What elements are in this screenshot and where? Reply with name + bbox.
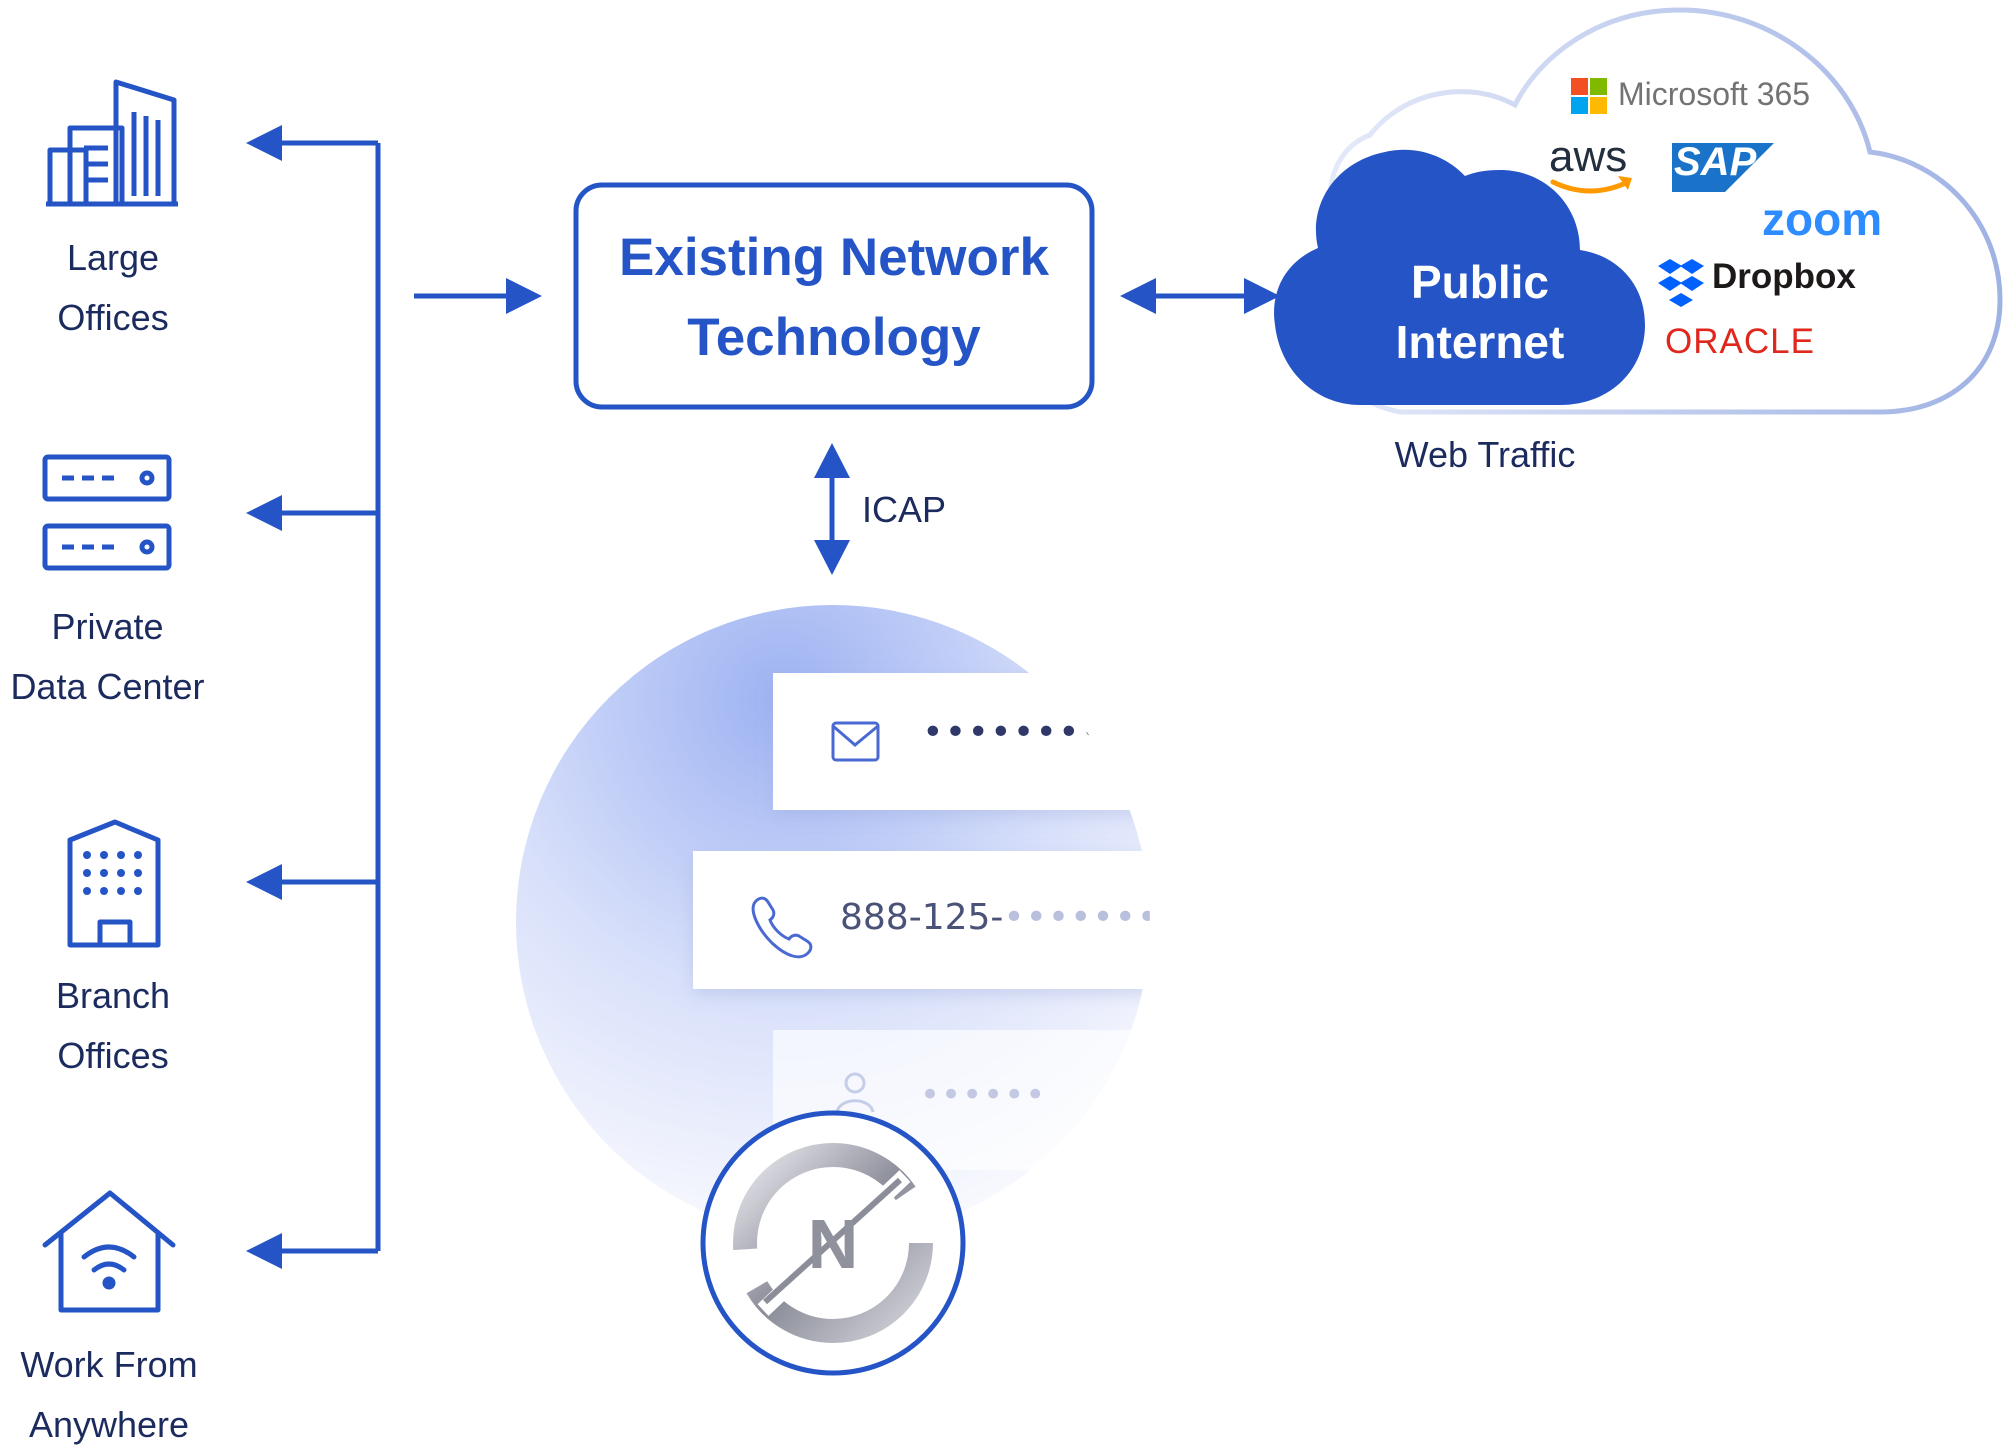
- person-icon: [835, 1072, 875, 1113]
- location-label-line1: Branch: [55, 975, 171, 1016]
- location-label-line2: Data Center: [10, 666, 205, 707]
- microsoft-365-logo: Microsoft 365: [1618, 76, 1811, 112]
- arrowhead-data-center: [246, 495, 282, 531]
- phone-icon: [751, 896, 813, 959]
- dropbox-logo: Dropbox: [1712, 257, 1856, 296]
- location-label-branch-offices: Branch Offices: [13, 966, 213, 1086]
- location-label-line1: Private: [51, 606, 164, 647]
- public-internet-cloud: [1274, 149, 1645, 405]
- location-label-line2: Offices: [57, 297, 169, 338]
- branch-building-icon: [67, 819, 161, 948]
- dropbox-icon: [1658, 259, 1704, 307]
- aws-smile-icon: [1550, 179, 1631, 194]
- phone-field-value: 888-125-•••••••: [840, 897, 1150, 938]
- email-field-value: ••••••••@: [922, 712, 1127, 753]
- sap-logo-badge: [1672, 143, 1774, 192]
- aws-arrow-tip-icon: [1618, 176, 1632, 190]
- arrowhead-work-from-anywhere: [246, 1233, 282, 1269]
- server-rack-icon: [42, 454, 172, 571]
- data-fields-clip: [693, 673, 1150, 1170]
- zoom-logo: zoom: [1762, 193, 1883, 245]
- arrowhead-icap-up: [814, 443, 850, 478]
- arrowhead-internet-right: [1244, 278, 1280, 314]
- location-label-large-offices: Large Offices: [13, 228, 213, 348]
- aws-logo: aws: [1549, 132, 1628, 181]
- location-label-line1: Large: [66, 237, 160, 278]
- location-label-data-center: Private Data Center: [0, 597, 215, 717]
- public-internet-line2: Internet: [1395, 316, 1565, 368]
- location-label-work-from-anywhere: Work From Anywhere: [0, 1335, 218, 1455]
- arrowhead-network-left: [1120, 278, 1156, 314]
- phone-prefix: 888-125-: [840, 897, 1004, 938]
- public-internet-label: Public Internet: [1300, 252, 1660, 372]
- network-box-line2: Technology: [687, 308, 981, 367]
- network-box-line1: Existing Network: [619, 228, 1049, 287]
- network-box-label: Existing Network Technology: [578, 218, 1090, 378]
- distribution-bus: [280, 140, 1250, 1254]
- sap-logo: SAP: [1674, 140, 1757, 184]
- arrowhead-to-network: [506, 278, 542, 314]
- public-internet-line1: Public: [1410, 256, 1550, 308]
- oracle-logo: ORACLE: [1665, 322, 1815, 361]
- microsoft-logo-icon: [1571, 78, 1607, 114]
- location-label-line2: Offices: [57, 1035, 169, 1076]
- arrowhead-branch-offices: [246, 864, 282, 900]
- envelope-icon: [831, 721, 880, 762]
- network-box: [573, 182, 1095, 410]
- web-traffic-caption: Web Traffic: [1394, 434, 1576, 475]
- home-wifi-icon: [42, 1190, 176, 1313]
- arrowheads: [246, 125, 1280, 1269]
- office-building-icon: [46, 79, 178, 207]
- n-logo-icon: [733, 1143, 933, 1343]
- arrowhead-icap-down: [814, 540, 850, 575]
- person-field-value: ••••••: [920, 1075, 1047, 1115]
- location-label-line1: Work From: [20, 1344, 198, 1385]
- arrowhead-large-offices: [246, 125, 282, 161]
- data-field-text-clip: ••••••••@ 888-125-••••••• ••••••: [516, 605, 1150, 1239]
- location-label-line2: Anywhere: [28, 1404, 190, 1445]
- icap-label: ICAP: [862, 489, 947, 530]
- phone-masked: •••••••: [1003, 897, 1150, 938]
- logo-letter: N: [807, 1205, 859, 1283]
